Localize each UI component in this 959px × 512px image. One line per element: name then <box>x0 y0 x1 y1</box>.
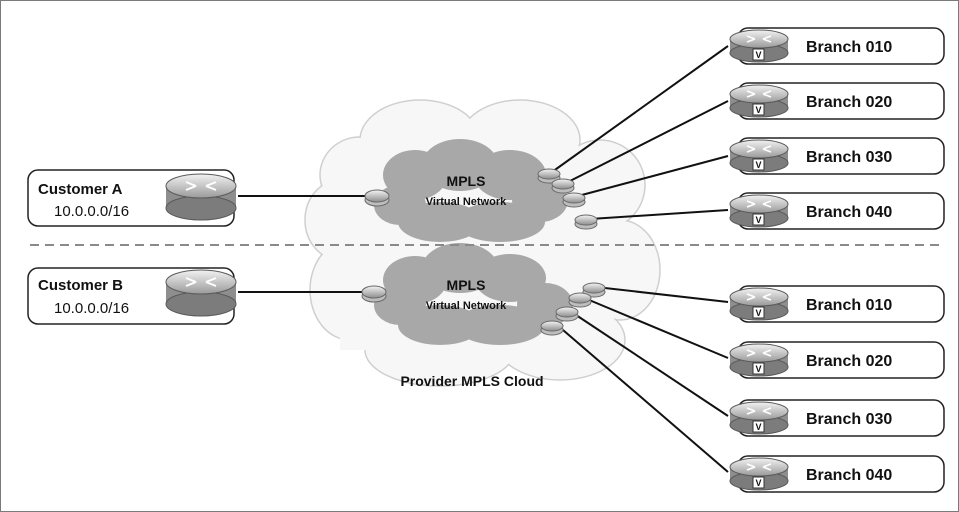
branch-node-a-1: V Branch 020 <box>729 82 945 120</box>
branch-node-a-2: V Branch 030 <box>729 137 945 175</box>
vpn-router-icon: V <box>729 457 789 491</box>
links <box>238 45 729 473</box>
vpn-badge: V <box>755 422 761 432</box>
branch-node-b-1: V Branch 020 <box>729 341 945 379</box>
vpn-badge: V <box>755 478 761 488</box>
branch-node-b-2: V Branch 030 <box>729 399 945 437</box>
vpn-router-icon: V <box>729 287 789 321</box>
link-a-030 <box>577 155 729 197</box>
vpn-b-title: MPLS <box>447 277 486 293</box>
pe-router-icon <box>574 214 598 230</box>
pe-router-icon <box>582 282 606 298</box>
vpn-cloud-b <box>374 243 573 345</box>
link-b-030 <box>569 310 729 417</box>
vpn-badge: V <box>755 160 761 170</box>
router-icon <box>165 173 237 221</box>
link-a-010 <box>551 45 729 173</box>
vpn-badge: V <box>755 308 761 318</box>
vpn-a-title: MPLS <box>447 173 486 189</box>
vpn-router-icon: V <box>729 343 789 377</box>
vpn-router-icon: V <box>729 139 789 173</box>
customer-a-name: Customer A <box>38 181 123 198</box>
vpn-badge: V <box>755 215 761 225</box>
vpn-badge: V <box>755 364 761 374</box>
branch-label: Branch 040 <box>806 204 892 221</box>
pe-router-icon <box>551 178 575 194</box>
pe-router-icon <box>364 189 390 207</box>
pe-routers <box>361 168 606 336</box>
branch-label: Branch 020 <box>806 94 892 111</box>
customer-a-node: Customer A 10.0.0.0/16 <box>27 169 237 227</box>
branch-node-b-3: V Branch 040 <box>729 455 945 493</box>
branch-node-b-0: V Branch 010 <box>729 285 945 323</box>
vpn-router-icon: V <box>729 401 789 435</box>
vpn-badge: V <box>755 50 761 60</box>
link-b-040 <box>555 323 729 473</box>
pe-router-icon <box>562 192 586 208</box>
link-a-020 <box>567 100 729 183</box>
pe-router-icon <box>540 320 564 336</box>
provider-cloud-label: Provider MPLS Cloud <box>400 373 543 389</box>
branch-label: Branch 030 <box>806 149 892 166</box>
router-icon <box>165 269 237 317</box>
customer-b-node: Customer B 10.0.0.0/16 <box>27 267 237 325</box>
vpn-router-icon: V <box>729 84 789 118</box>
vpn-badge: V <box>755 105 761 115</box>
pe-router-icon <box>555 306 579 322</box>
link-a-040 <box>589 209 729 220</box>
pe-router-icon <box>568 292 592 308</box>
link-b-020 <box>581 296 729 359</box>
branch-node-a-3: V Branch 040 <box>729 192 945 230</box>
branch-label: Branch 010 <box>806 297 892 314</box>
pe-router-icon <box>361 285 387 303</box>
vpn-b-subtitle: Virtual Network <box>426 300 507 312</box>
link-b-010 <box>595 286 729 303</box>
vpn-router-icon: V <box>729 29 789 63</box>
branch-label: Branch 010 <box>806 39 892 56</box>
vpn-a-subtitle: Virtual Network <box>426 196 507 208</box>
customer-a-subnet: 10.0.0.0/16 <box>54 203 129 220</box>
vpn-router-icon: V <box>729 194 789 228</box>
branch-node-a-0: V Branch 010 <box>729 27 945 65</box>
branch-label: Branch 030 <box>806 411 892 428</box>
branch-label: Branch 020 <box>806 353 892 370</box>
customer-b-name: Customer B <box>38 277 123 294</box>
customer-b-subnet: 10.0.0.0/16 <box>54 300 129 317</box>
branch-label: Branch 040 <box>806 467 892 484</box>
